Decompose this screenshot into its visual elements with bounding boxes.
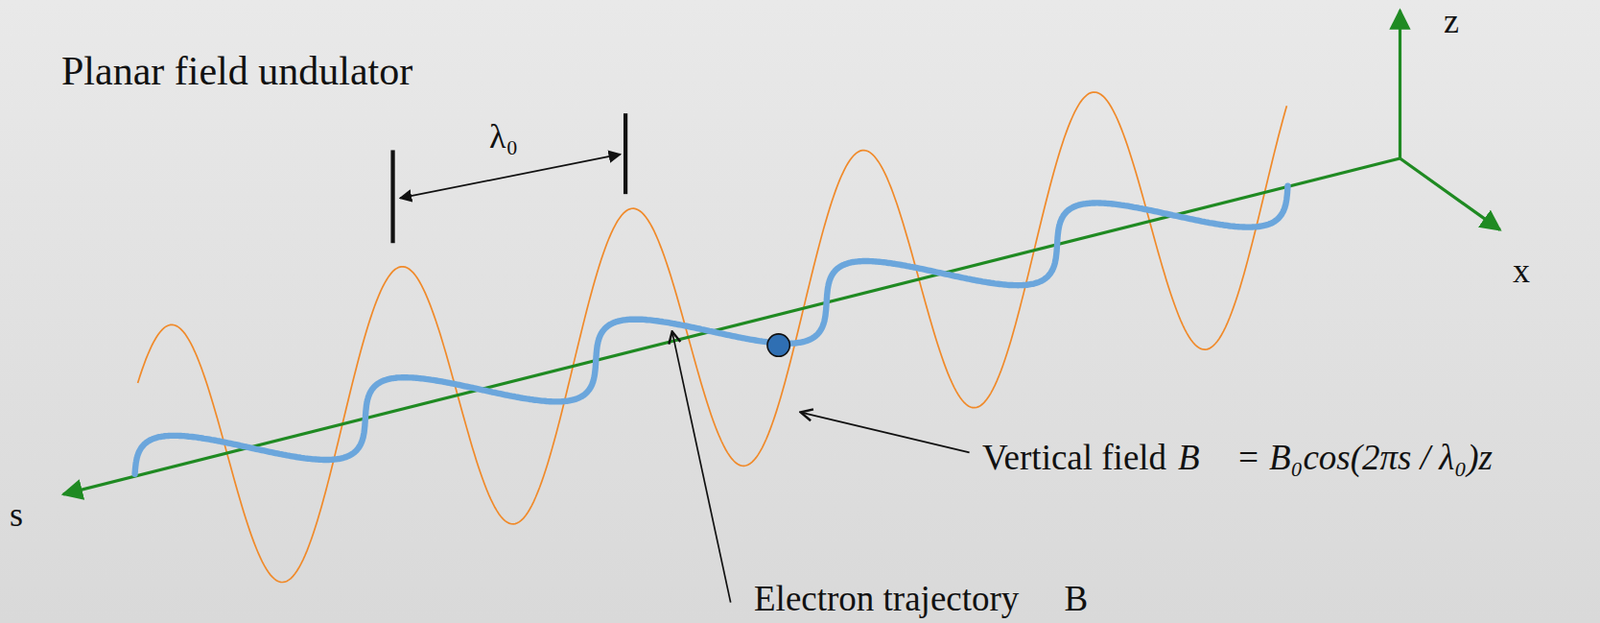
axis-label: z <box>1443 1 1459 42</box>
field-wave <box>138 92 1288 583</box>
period-tick <box>623 113 628 194</box>
callout-label: Vertical field <box>982 437 1167 479</box>
period-arrow <box>400 154 621 199</box>
period-label: λ₀ <box>489 117 518 157</box>
axis-label: x <box>1512 251 1530 291</box>
z-axis <box>1398 10 1402 159</box>
electron-dot <box>767 333 790 356</box>
leader-line <box>801 412 969 452</box>
diagram-title: Planar field undulator <box>61 47 413 95</box>
callout-label: Electron trajectory ⊥ B⃗ <box>753 578 1116 620</box>
leader-line <box>672 332 731 603</box>
field-formula: B⃗ = B₀cos(2πs / λ₀)z⃗ <box>1177 437 1521 479</box>
x-axis <box>1400 158 1501 230</box>
axis-label: s <box>9 494 24 535</box>
period-tick <box>390 149 395 243</box>
electron-trajectory <box>135 186 1289 474</box>
